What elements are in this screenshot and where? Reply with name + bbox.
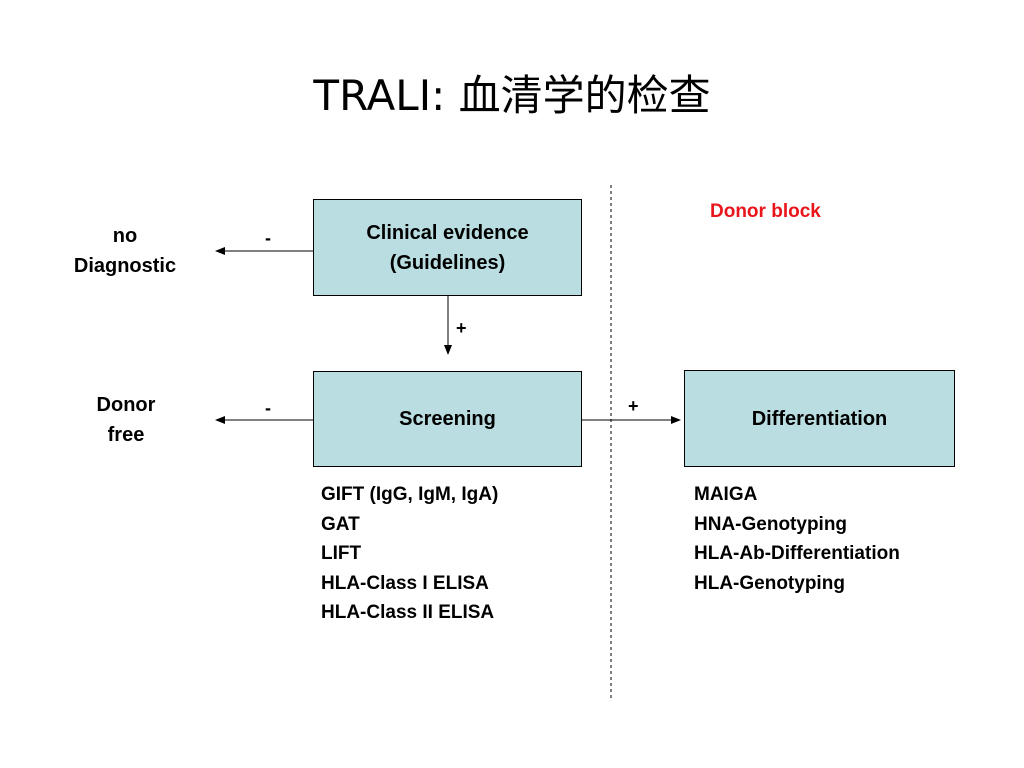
outcome-no-diagnostic: no Diagnostic — [60, 221, 190, 281]
differentiation-test-item: HLA-Ab-Differentiation — [694, 543, 900, 564]
plus-sign-screening-to-differentiation: + — [628, 396, 639, 416]
screening-test-item: HLA-Class II ELISA — [321, 602, 495, 623]
plus-sign-clinical-to-screening: + — [456, 318, 467, 338]
differentiation-test-item: HNA-Genotyping — [694, 513, 848, 535]
differentiation-box: Differentiation — [684, 370, 955, 467]
differentiation-tests-list: MAIGA HNA-Genotyping HLA-Ab-Differentiat… — [694, 480, 900, 598]
screening-box: Screening — [313, 371, 582, 467]
minus-sign-screening: - — [265, 398, 271, 418]
clinical-evidence-line1: Clinical evidence — [366, 221, 529, 244]
clinical-evidence-line2: (Guidelines) — [389, 251, 506, 274]
donor-block-label: Donor block — [710, 201, 821, 222]
screening-label: Screening — [399, 408, 496, 430]
screening-test-item: HLA-Class I ELISA — [321, 572, 489, 594]
slide-title: TRALI: 血清学的检查 — [313, 71, 711, 120]
differentiation-test-item: HLA-Genotyping — [694, 572, 845, 594]
minus-sign-clinical: - — [265, 228, 271, 248]
differentiation-test-item: MAIGA — [694, 484, 758, 505]
outcome-donor-free-line2: free — [107, 424, 145, 446]
outcome-donor-free: Donor free — [66, 390, 186, 450]
screening-test-item: GIFT (IgG, IgM, IgA) — [321, 484, 499, 505]
clinical-evidence-box: Clinical evidence (Guidelines) — [313, 199, 582, 296]
outcome-no-diagnostic-line2: Diagnostic — [73, 255, 177, 277]
outcome-donor-free-line1: Donor — [96, 394, 156, 416]
screening-test-item: GAT — [321, 513, 360, 535]
outcome-no-diagnostic-line1: no — [112, 225, 138, 247]
screening-test-item: LIFT — [321, 543, 362, 564]
differentiation-label: Differentiation — [751, 407, 888, 430]
screening-tests-list: GIFT (IgG, IgM, IgA) GAT LIFT HLA-Class … — [321, 480, 498, 628]
